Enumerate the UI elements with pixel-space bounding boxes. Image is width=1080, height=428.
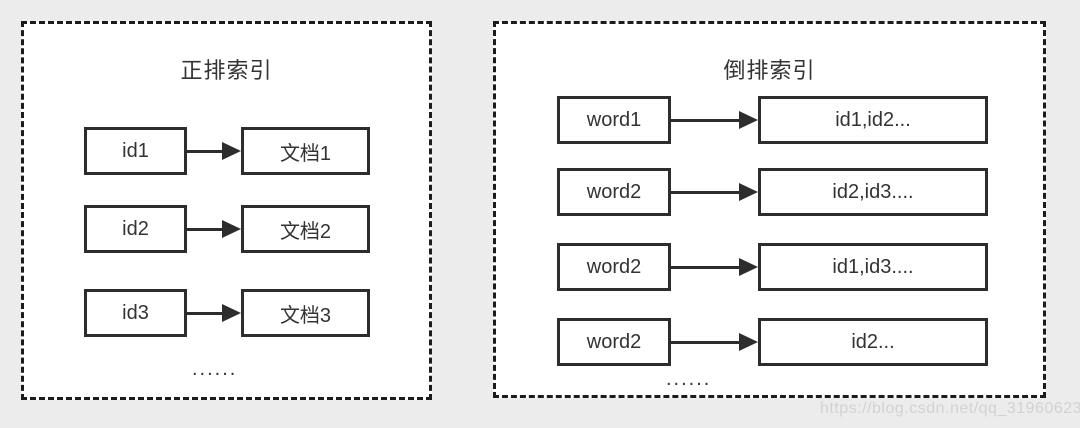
doc-id-label: id3 [122,301,149,324]
id-list-box: id1,id3.... [758,243,988,291]
doc-id-box: id1 [84,127,187,175]
inverted-index-row: word2 id1,id3.... [557,243,988,291]
word-box: word1 [557,96,671,144]
id-list-label: id1,id3.... [832,255,914,278]
watermark-text: https://blog.csdn.net/qq_31960623 [820,400,1080,417]
arrow-right-icon [187,142,241,160]
arrow-right-icon [671,111,758,129]
ellipsis-text: ...... [192,358,238,380]
document-box: 文档3 [241,289,370,337]
id-list-box: id2... [758,318,988,366]
doc-id-label: id1 [122,139,149,162]
forward-index-title: 正排索引 [180,58,273,83]
document-box: 文档1 [241,127,370,175]
id-list-label: id2... [851,330,895,353]
word-box: word2 [557,243,671,291]
document-label: 文档2 [279,220,332,243]
inverted-index-row: word2 id2... [557,318,988,366]
word-box: word2 [557,318,671,366]
inverted-index-title: 倒排索引 [723,58,816,83]
document-box: 文档2 [241,205,370,253]
inverted-index-panel: 倒排索引 word1 id1,id2... word2 id2,id3.... … [493,21,1046,398]
forward-index-row: id3 文档3 [84,289,370,337]
id-list-box: id1,id2... [758,96,988,144]
inverted-index-row: word1 id1,id2... [557,96,988,144]
id-list-box: id2,id3.... [758,168,988,216]
word-box: word2 [557,168,671,216]
word-label: word2 [586,255,642,278]
word-label: word2 [586,180,642,203]
arrow-right-icon [671,333,758,351]
word-label: word1 [586,108,642,131]
arrow-right-icon [187,304,241,322]
document-label: 文档3 [279,304,332,327]
document-label: 文档1 [279,142,332,165]
inverted-index-row: word2 id2,id3.... [557,168,988,216]
doc-id-label: id2 [122,217,149,240]
doc-id-box: id3 [84,289,187,337]
ellipsis-text: ...... [666,368,712,390]
arrow-right-icon [671,258,758,276]
arrow-right-icon [187,220,241,238]
arrow-right-icon [671,183,758,201]
id-list-label: id1,id2... [835,108,911,131]
id-list-label: id2,id3.... [832,180,914,203]
forward-index-panel: 正排索引 id1 文档1 id2 文档2 id3 文 [21,21,432,400]
word-label: word2 [586,330,642,353]
forward-index-row: id2 文档2 [84,205,370,253]
doc-id-box: id2 [84,205,187,253]
forward-index-row: id1 文档1 [84,127,370,175]
